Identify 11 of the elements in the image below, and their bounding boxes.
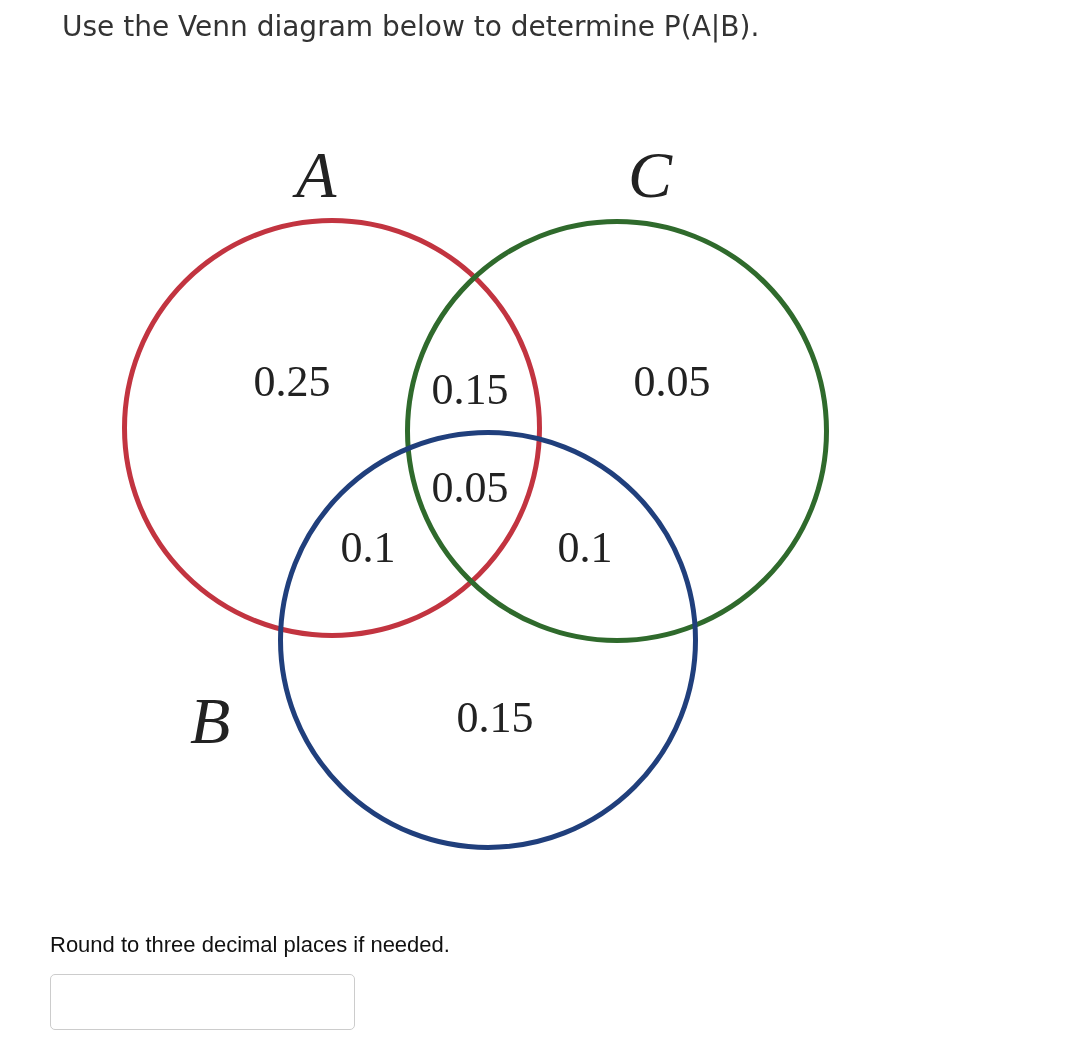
probability-value: 0.1 — [340, 526, 396, 570]
question-title: Use the Venn diagram below to determine P(A|B). — [62, 10, 760, 43]
set-label: C — [628, 142, 673, 208]
set-label: B — [190, 688, 231, 754]
probability-value: 0.25 — [253, 360, 331, 404]
probability-value: 0.05 — [431, 466, 509, 510]
instruction-text: Round to three decimal places if needed. — [50, 932, 450, 958]
probability-value: 0.15 — [431, 368, 509, 412]
probability-value: 0.15 — [456, 696, 534, 740]
probability-value: 0.1 — [557, 526, 613, 570]
probability-value: 0.05 — [633, 360, 711, 404]
